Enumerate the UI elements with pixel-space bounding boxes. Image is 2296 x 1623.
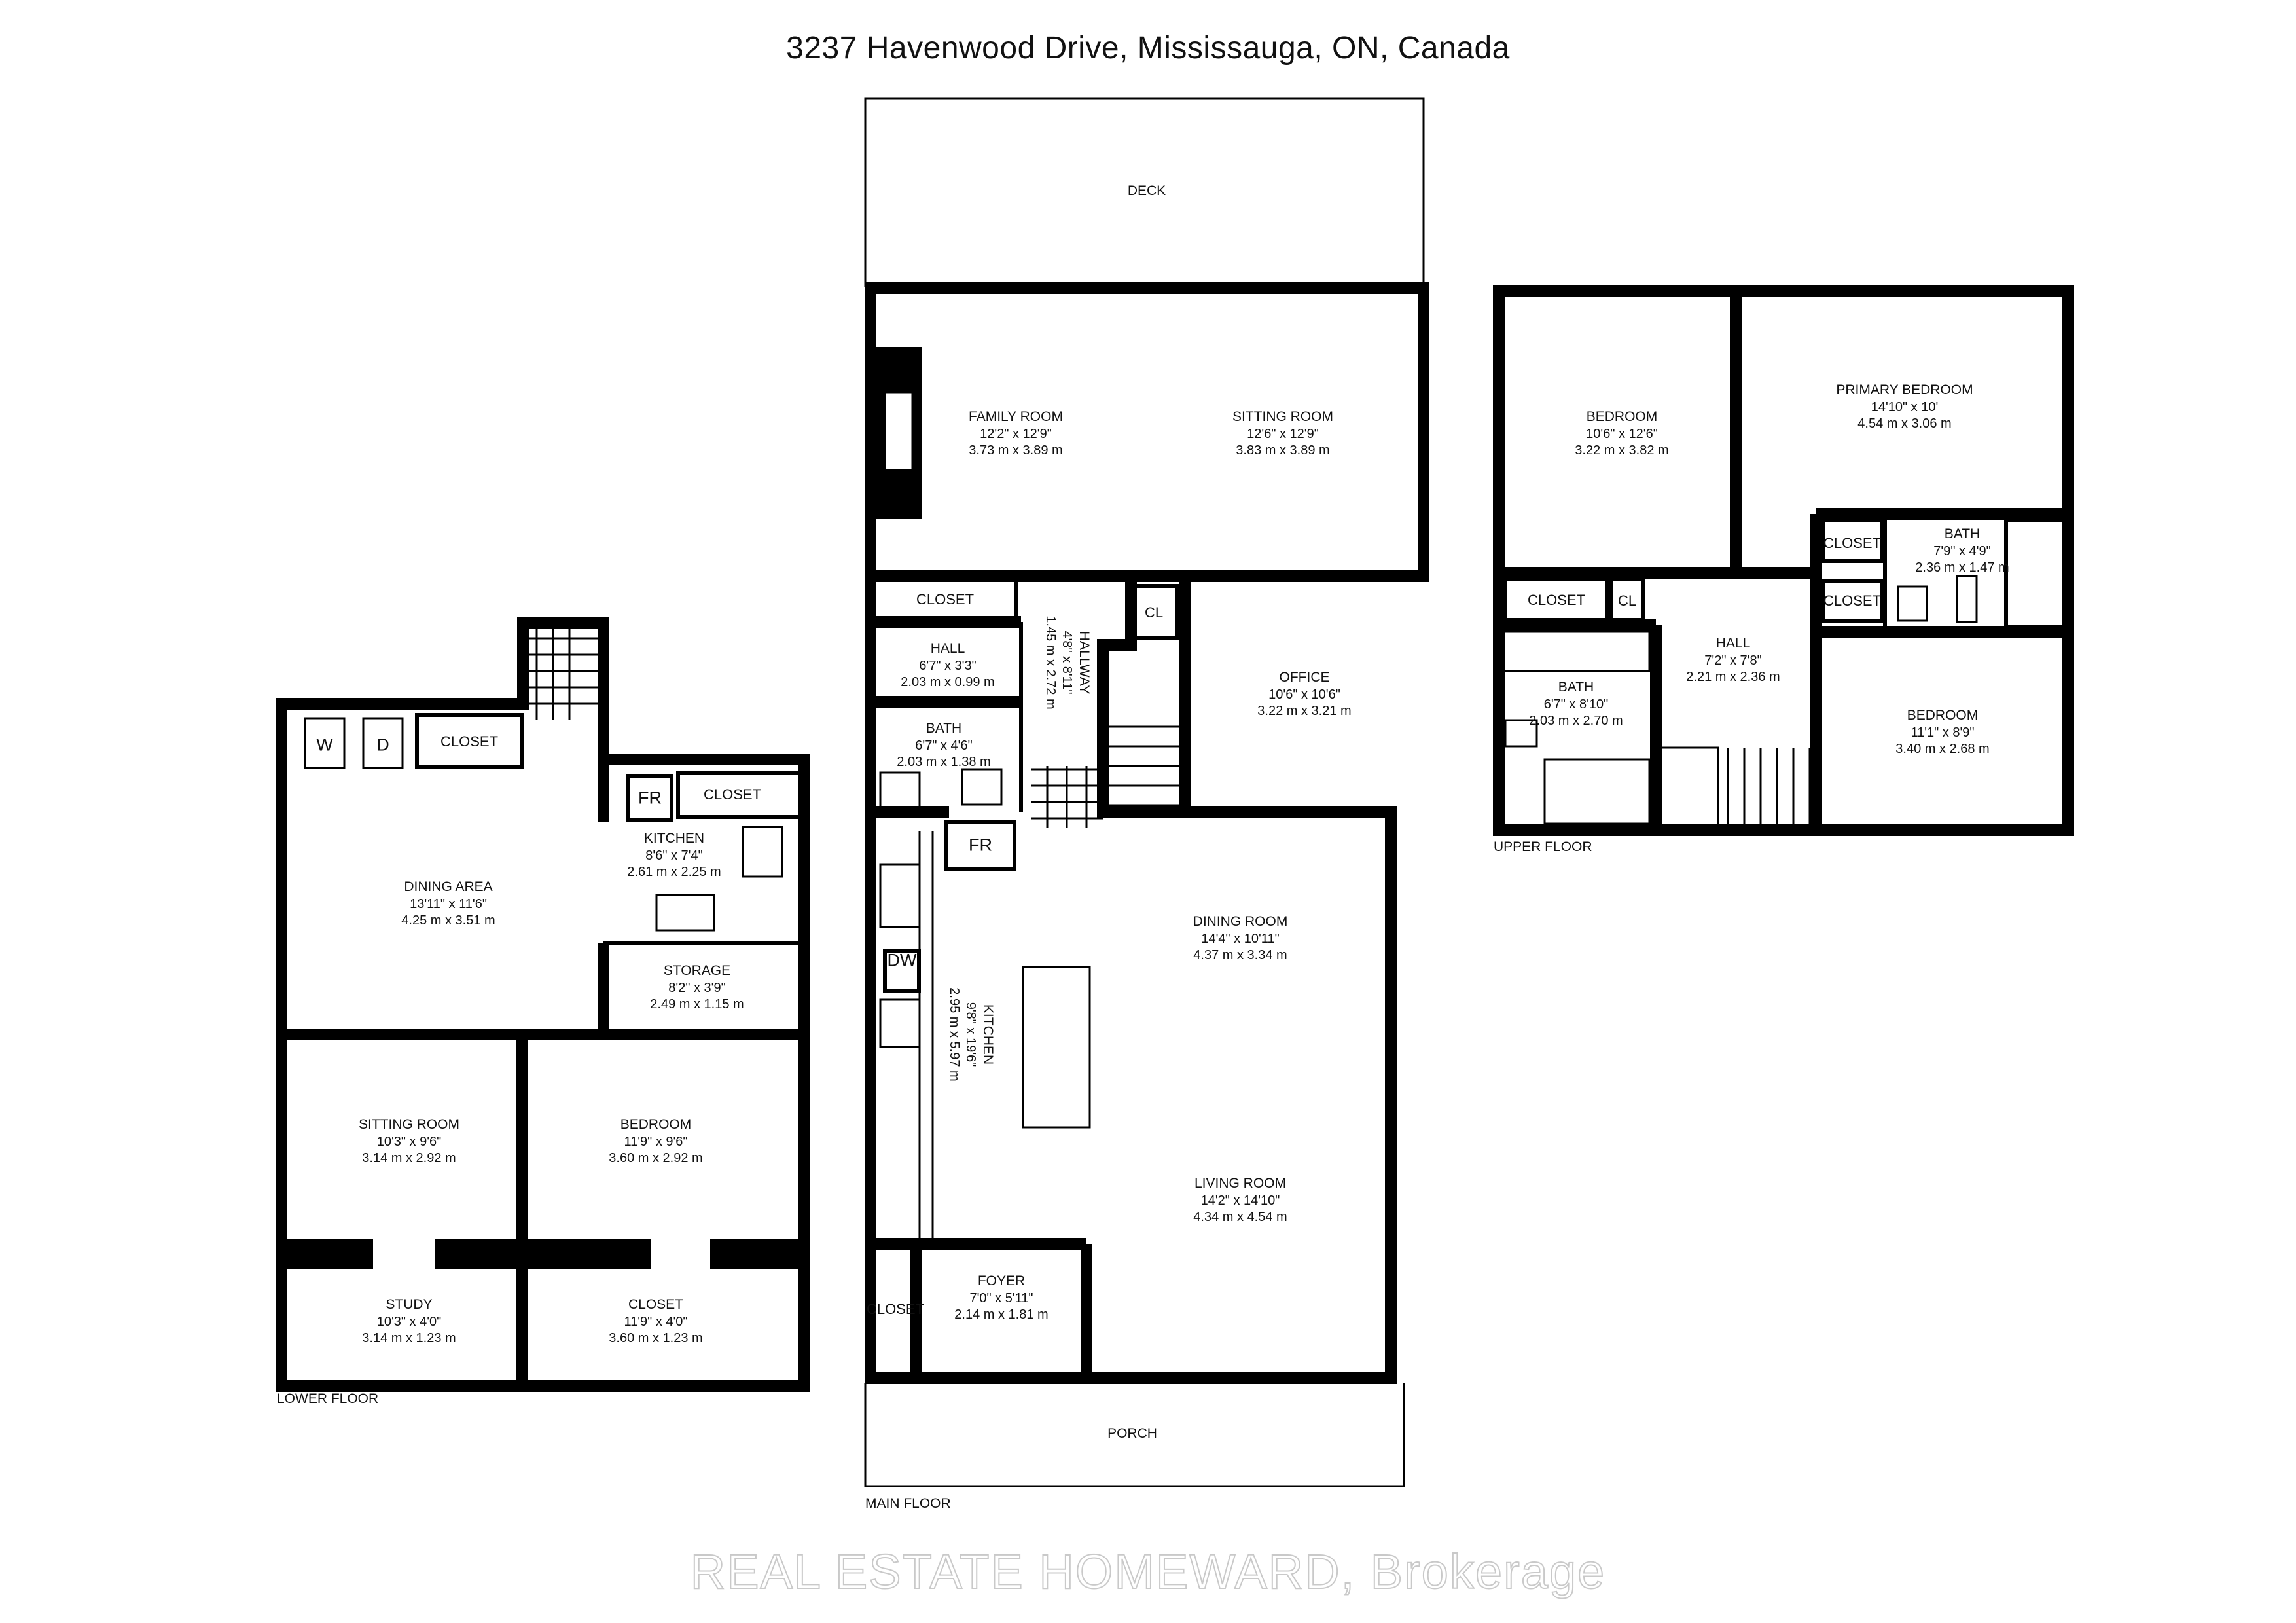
upper-floor-caption: UPPER FLOOR — [1494, 839, 1592, 854]
main-cl-tag: CL — [1144, 604, 1164, 621]
brokerage-watermark: REAL ESTATE HOMEWARD, Brokerage — [690, 1544, 1606, 1599]
main-family-room-label: FAMILY ROOM 12'2" x 12'9" 3.73 m x 3.89 … — [969, 409, 1063, 458]
lower-dining-area-label: DINING AREA 13'11" x 11'6" 4.25 m x 3.51… — [401, 879, 495, 928]
lower-floor-appliances — [304, 623, 783, 932]
washer-icon: W — [316, 735, 333, 755]
lower-floor-thin-walls — [415, 713, 804, 945]
upper-closet-tag-3: CLOSET — [1527, 592, 1586, 608]
main-fridge-icon: FR — [969, 835, 992, 855]
main-living-room-label: LIVING ROOM 14'2" x 14'10" 4.34 m x 4.54… — [1193, 1176, 1287, 1225]
main-hall-label: HALL 6'7" x 3'3" 2.03 m x 0.99 m — [901, 641, 995, 690]
main-floor-walls — [865, 282, 1429, 1384]
lower-kitchen-label: KITCHEN 8'6" x 7'4" 2.61 m x 2.25 m — [627, 831, 721, 880]
lower-closet-tag-1: CLOSET — [440, 733, 499, 750]
upper-cl-tag: CL — [1617, 593, 1637, 609]
main-closet-side-tag: CLOSET — [866, 1301, 925, 1317]
upper-bedroom-2-label: BEDROOM 11'1" x 8'9" 3.40 m x 2.68 m — [1895, 708, 1990, 757]
upper-hall-label: HALL 7'2" x 7'8" 2.21 m x 2.36 m — [1686, 636, 1780, 685]
upper-closet-tag-1: CLOSET — [1823, 535, 1882, 551]
upper-primary-bedroom-label: PRIMARY BEDROOM 14'10" x 10' 4.54 m x 3.… — [1836, 382, 1973, 431]
dryer-icon: D — [376, 735, 389, 755]
main-foyer-label: FOYER 7'0" x 5'11" 2.14 m x 1.81 m — [954, 1273, 1049, 1322]
upper-floor-fixtures — [1501, 575, 1978, 826]
lower-bedroom-label: BEDROOM 11'9" x 9'6" 3.60 m x 2.92 m — [609, 1117, 703, 1166]
upper-closet-tag-2: CLOSET — [1823, 593, 1882, 609]
deck-label: DECK — [1127, 183, 1166, 198]
upper-bath-label: BATH 6'7" x 8'10" 2.03 m x 2.70 m — [1529, 680, 1623, 729]
lower-floor-caption: LOWER FLOOR — [277, 1391, 379, 1406]
lower-storage-label: STORAGE 8'2" x 3'9" 2.49 m x 1.15 m — [650, 963, 744, 1012]
porch-label: PORCH — [1107, 1426, 1157, 1441]
page-title: 3237 Havenwood Drive, Mississauga, ON, C… — [786, 31, 1510, 65]
main-office-label: OFFICE 10'6" x 10'6" 3.22 m x 3.21 m — [1257, 670, 1352, 719]
main-dining-room-label: DINING ROOM 14'4" x 10'11" 4.37 m x 3.34… — [1193, 914, 1288, 963]
fridge-icon: FR — [638, 788, 662, 808]
main-bath-label: BATH 6'7" x 4'6" 2.03 m x 1.38 m — [897, 721, 991, 770]
dishwasher-icon: DW — [887, 950, 917, 970]
main-floor-fixtures — [879, 725, 1185, 1244]
main-kitchen-label: KITCHEN 9'8" x 19'6" 2.95 m x 5.97 m — [946, 987, 996, 1082]
main-floor-caption: MAIN FLOOR — [865, 1496, 951, 1511]
main-floor-porch — [864, 1383, 1405, 1487]
main-floor-deck — [864, 97, 1425, 287]
main-closet-tag: CLOSET — [916, 591, 975, 608]
lower-closet-tag-2: CLOSET — [703, 786, 762, 803]
main-hallway-label: HALLWAY 4'8" x 8'11" 1.45 m x 2.72 m — [1043, 615, 1092, 710]
main-sitting-room-label: SITTING ROOM 12'6" x 12'9" 3.83 m x 3.89… — [1232, 409, 1333, 458]
upper-ensuite-bath-label: BATH 7'9" x 4'9" 2.36 m x 1.47 m — [1915, 526, 2009, 575]
lower-floor-walls — [276, 617, 810, 1392]
lower-sitting-room-label: SITTING ROOM 10'3" x 9'6" 3.14 m x 2.92 … — [359, 1117, 459, 1166]
upper-floor-thin-walls — [1503, 514, 2066, 632]
upper-bedroom-1-label: BEDROOM 10'6" x 12'6" 3.22 m x 3.82 m — [1575, 409, 1669, 458]
lower-study-label: STUDY 10'3" x 4'0" 3.14 m x 1.23 m — [362, 1297, 456, 1346]
lower-closet-label: CLOSET 11'9" x 4'0" 3.60 m x 1.23 m — [609, 1297, 703, 1346]
lower-floor-band — [281, 1239, 804, 1269]
